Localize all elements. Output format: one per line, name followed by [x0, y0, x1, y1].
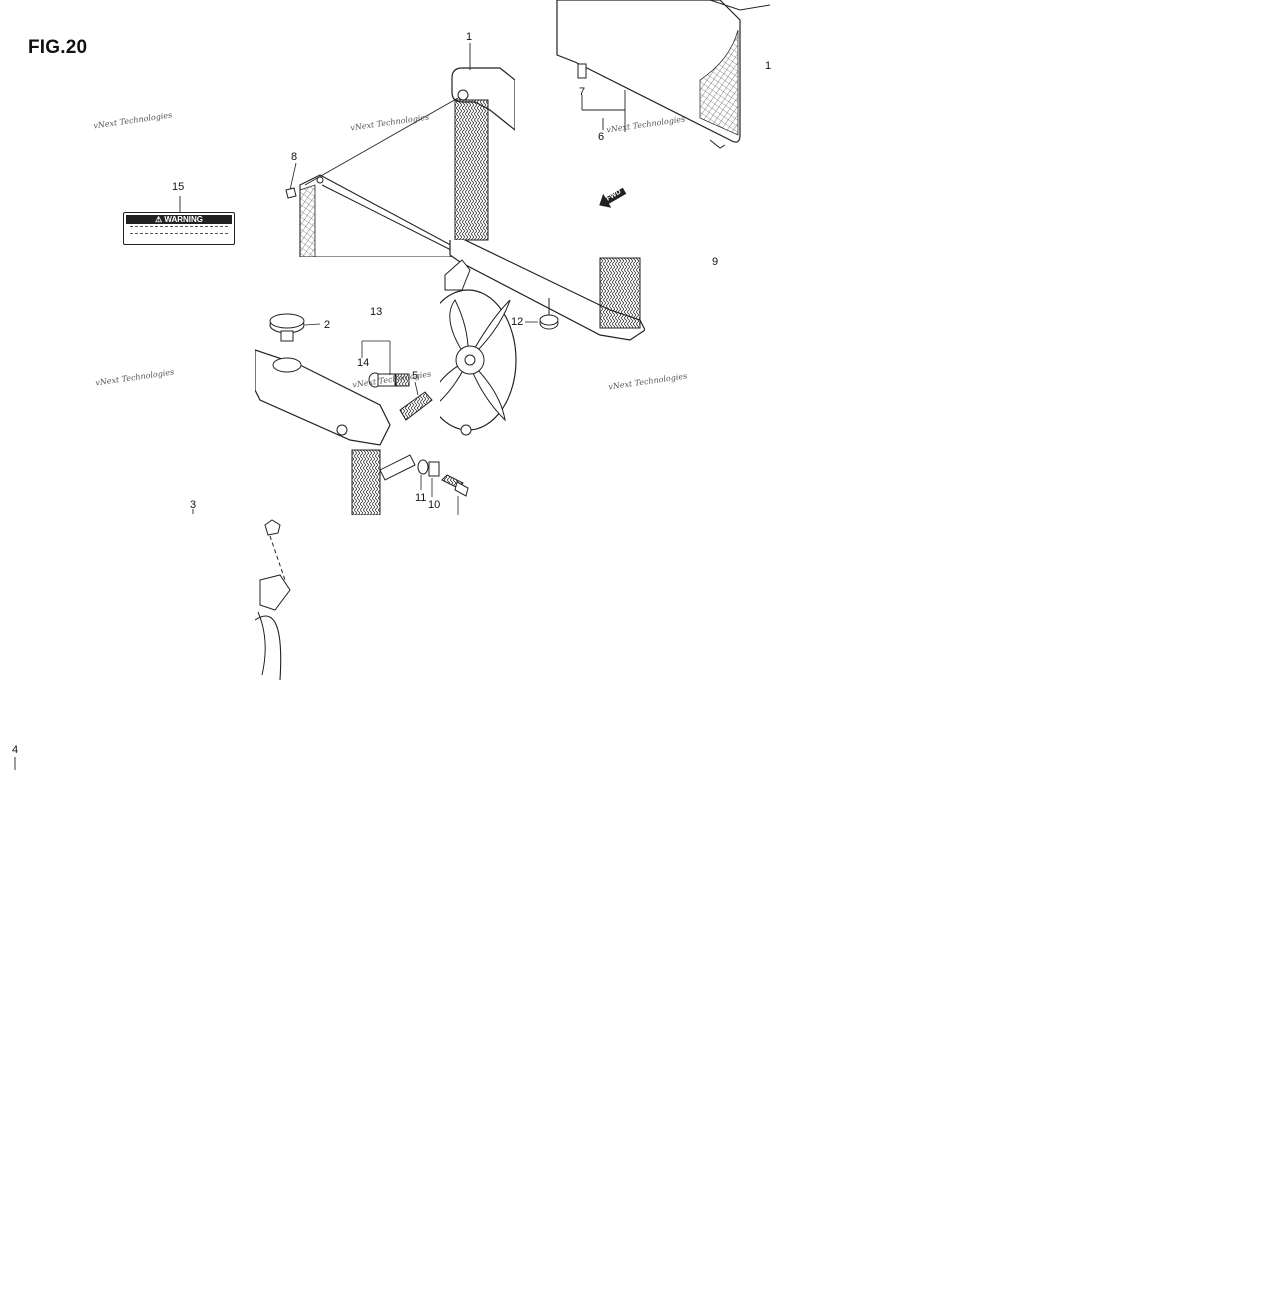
callout-5: 5	[412, 370, 419, 382]
warning-label: ⚠ WARNING	[123, 212, 235, 245]
forward-arrow-icon	[599, 187, 627, 208]
callout-3: 3	[190, 499, 197, 511]
fan-motor-fragment	[255, 519, 291, 680]
callout-1-right: 1	[765, 60, 772, 72]
fan-shroud-panel	[556, 0, 771, 149]
warning-label-text-lines-2	[130, 233, 228, 238]
radiator-cap-assembly	[255, 313, 469, 515]
callout-13: 13	[370, 306, 383, 318]
callout-9: 9	[712, 256, 719, 268]
warning-label-text-lines	[130, 226, 228, 231]
callout-12: 12	[511, 316, 524, 328]
callout-6: 6	[598, 131, 605, 143]
callout-15: 15	[172, 181, 185, 193]
callout-10: 10	[428, 499, 441, 511]
radiator-lower-view	[440, 240, 645, 436]
radiator-upper-view	[289, 43, 515, 257]
callout-14: 14	[357, 357, 370, 369]
callout-2: 2	[324, 319, 331, 331]
callout-4: 4	[12, 744, 19, 756]
warning-label-header: ⚠ WARNING	[126, 215, 232, 224]
callout-8: 8	[291, 151, 298, 163]
figure-title: FIG.20	[28, 37, 88, 58]
callout-11: 11	[415, 492, 427, 504]
callout-7: 7	[579, 86, 586, 98]
callout-1-top: 1	[466, 31, 473, 43]
bolt-8-icon	[285, 187, 297, 199]
